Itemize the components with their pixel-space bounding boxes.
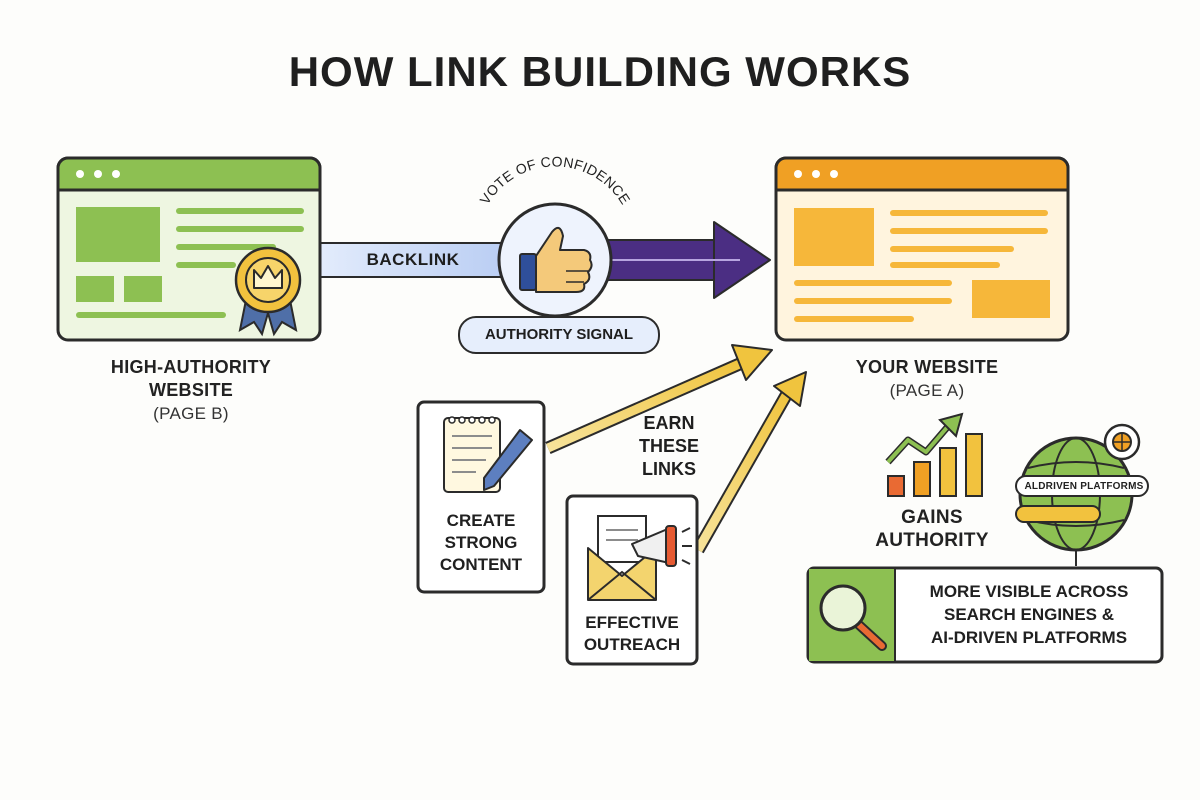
visibility-line-2: SEARCH ENGINES & bbox=[943, 605, 1115, 624]
thumbs-up-icon bbox=[497, 202, 613, 318]
create-content-label: CREATE STRONG CONTENT bbox=[418, 510, 544, 576]
backlink-label: BACKLINK bbox=[366, 250, 460, 269]
outreach-line-1: EFFECTIVE bbox=[585, 613, 679, 632]
visibility-line-1: MORE VISIBLE ACROSS bbox=[929, 582, 1129, 601]
award-badge-icon bbox=[234, 246, 302, 337]
vote-of-confidence-label: VOTE OF CONFIDENCE bbox=[476, 153, 633, 207]
source-site-name-1: HIGH-AUTHORITY bbox=[110, 357, 272, 377]
outreach-label: EFFECTIVE OUTREACH bbox=[567, 612, 697, 656]
content-line-1: CREATE bbox=[446, 511, 516, 530]
content-line-3: CONTENT bbox=[439, 555, 523, 574]
source-site-caption: HIGH-AUTHORITY WEBSITE (PAGE B) bbox=[60, 356, 322, 425]
gains-line-1: GAINS bbox=[901, 507, 963, 528]
earn-line-1: EARN bbox=[643, 413, 695, 433]
earn-line-2: THESE bbox=[638, 436, 699, 456]
backlink-band bbox=[317, 242, 509, 278]
visibility-line-3: AI-DRIVEN PLATFORMS bbox=[930, 628, 1128, 647]
target-site-name: YOUR WEBSITE bbox=[855, 357, 999, 377]
source-site-name-2: WEBSITE bbox=[148, 380, 234, 400]
source-site-page: (PAGE B) bbox=[153, 404, 229, 423]
globe-icon bbox=[1015, 423, 1149, 566]
target-website-window bbox=[774, 156, 1070, 342]
create-content-card bbox=[416, 400, 546, 594]
target-site-page: (PAGE A) bbox=[889, 381, 965, 400]
growth-chart-icon bbox=[885, 412, 983, 497]
outreach-card bbox=[565, 494, 699, 666]
earn-links-arrows bbox=[545, 344, 807, 554]
content-line-2: STRONG bbox=[444, 533, 518, 552]
outreach-line-2: OUTREACH bbox=[583, 635, 681, 654]
page-title: HOW LINK BUILDING WORKS bbox=[288, 48, 912, 95]
visibility-label: MORE VISIBLE ACROSS SEARCH ENGINES & AI-… bbox=[898, 580, 1160, 649]
earn-links-label: EARN THESE LINKS bbox=[624, 412, 714, 481]
target-site-caption: YOUR WEBSITE (PAGE A) bbox=[796, 356, 1058, 402]
link-arrow bbox=[599, 221, 771, 299]
platforms-badge-label: ALDRIVEN PLATFORMS bbox=[1024, 481, 1144, 492]
magnifier-icon bbox=[819, 584, 887, 651]
earn-line-3: LINKS bbox=[642, 459, 696, 479]
authority-signal-badge: AUTHORITY SIGNAL bbox=[458, 316, 660, 354]
gains-authority-label: GAINS AUTHORITY bbox=[852, 506, 1012, 552]
gains-line-2: AUTHORITY bbox=[875, 530, 989, 551]
